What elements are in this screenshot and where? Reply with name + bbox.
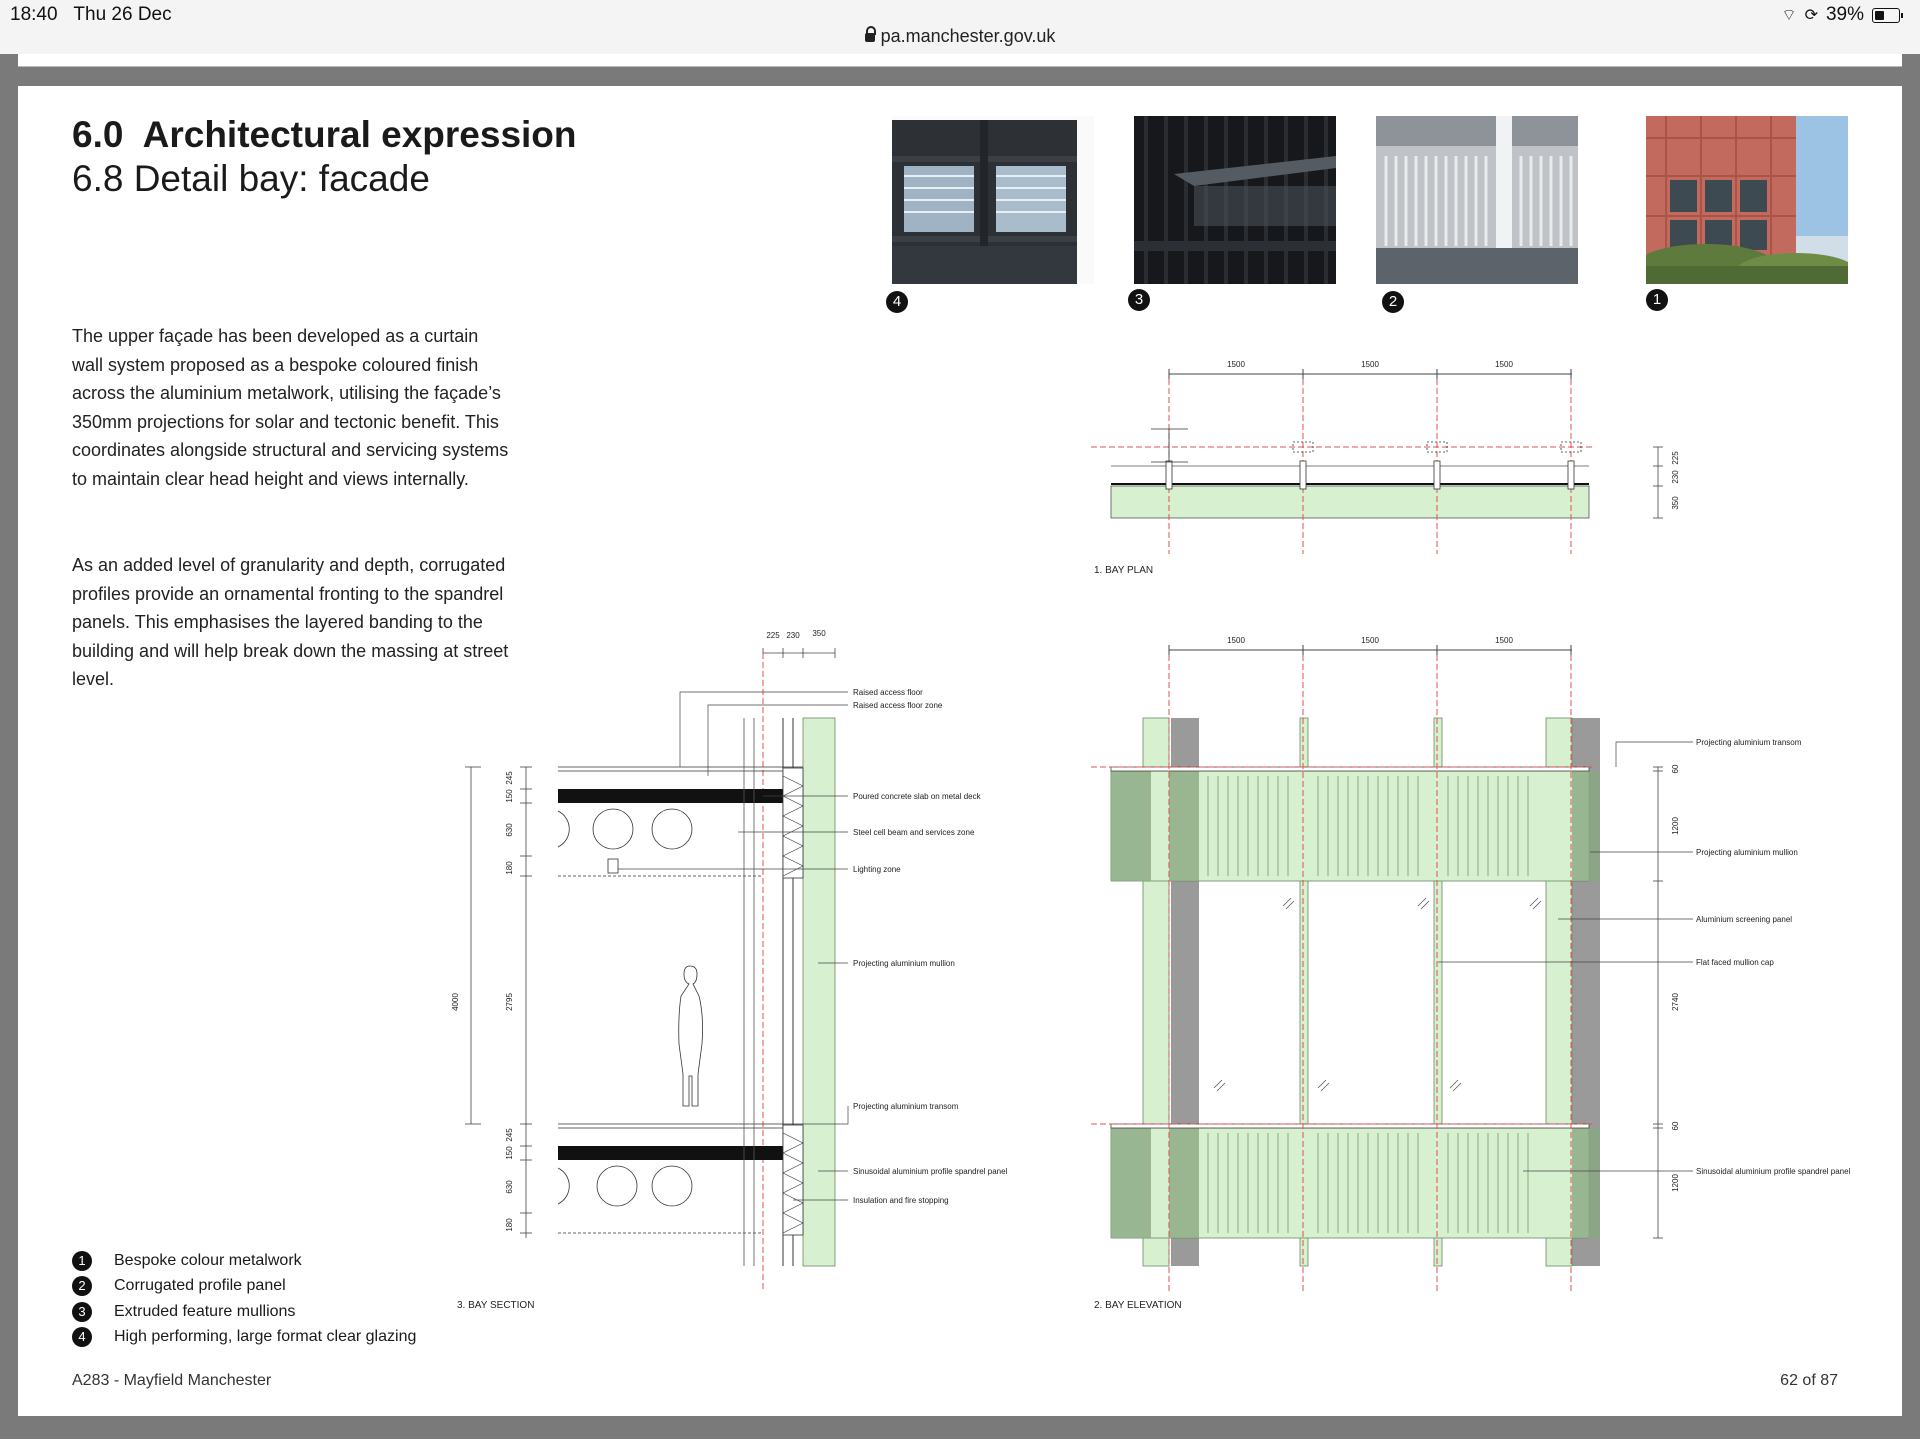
photo-metalwork <box>1636 116 1856 289</box>
bay-elevation-drawing: 1500 1500 1500 <box>1091 636 1851 1311</box>
legend-label: High performing, large format clear glaz… <box>114 1328 417 1346</box>
section-label-lighting: Lighting zone <box>853 865 901 874</box>
elev-side-dim-4: 60 <box>1671 1121 1680 1130</box>
legend-marker: 1 <box>72 1250 92 1271</box>
subsection-heading: 6.8 Detail bay: facade <box>72 158 430 199</box>
section-dim-180: 180 <box>505 861 514 875</box>
photo-marker-3: 3 <box>1128 289 1150 311</box>
section-label-raf-zone: Raised access floor zone <box>853 701 943 710</box>
photo-marker-4: 4 <box>886 291 908 313</box>
lock-icon <box>864 26 876 42</box>
legend-marker: 2 <box>72 1276 92 1297</box>
elev-label-mullion-cap: Flat faced mullion cap <box>1696 958 1774 967</box>
section-label-slab: Poured concrete slab on metal deck <box>853 792 982 801</box>
legend-marker: 3 <box>72 1301 92 1322</box>
elev-dim-2: 1500 <box>1361 636 1379 645</box>
bay-plan-title: 1. BAY PLAN <box>1094 565 1153 576</box>
section-dim-630: 630 <box>505 823 514 837</box>
elev-side-dim-3: 2740 <box>1671 993 1680 1011</box>
elev-label-transom: Projecting aluminium transom <box>1696 738 1802 747</box>
paragraph-2: As an added level of granularity and dep… <box>72 555 509 690</box>
photo-marker-2: 2 <box>1382 291 1404 313</box>
legend-item: 3 Extruded feature mullions <box>72 1299 416 1325</box>
battery-icon <box>1872 7 1903 23</box>
rotation-lock-icon: ⟳ <box>1804 7 1818 24</box>
previous-page-edge <box>18 54 1902 67</box>
document-footer-title: A283 - Mayfield Manchester <box>72 1372 272 1389</box>
status-bar: 18:40 Thu 26 Dec ⌔ ⟳ 39% pa.manchester.g… <box>0 0 1920 54</box>
section-floor-dim: 2795 <box>505 993 514 1011</box>
legend-label: Extruded feature mullions <box>114 1302 296 1320</box>
plan-side-dim-1: 225 <box>1671 451 1680 465</box>
elev-label-spandrel: Sinusoidal aluminium profile spandrel pa… <box>1696 1167 1851 1176</box>
section-top-dim-2: 230 <box>786 631 800 640</box>
section-dim-180-b: 180 <box>505 1218 514 1232</box>
legend-label: Bespoke colour metalwork <box>114 1251 302 1269</box>
technical-drawings: 1500 1500 1500 225 230 350 <box>451 360 1851 1311</box>
plan-dim-2: 1500 <box>1361 360 1379 369</box>
legend: 1 Bespoke colour metalwork 2 Corrugated pr… <box>72 1248 416 1350</box>
clock: 18:40 <box>10 4 58 25</box>
wifi-icon: ⌔ <box>1781 7 1797 24</box>
section-dim-150-b: 150 <box>505 1146 514 1160</box>
elev-side-dim-1: 60 <box>1671 764 1680 773</box>
section-number: 6.0 <box>72 114 124 155</box>
section-label-beam: Steel cell beam and services zone <box>853 828 975 837</box>
elev-side-dim-5: 1200 <box>1671 1174 1680 1192</box>
section-title: Architectural expression <box>142 114 577 155</box>
plan-side-dim-2: 230 <box>1671 470 1680 484</box>
battery-percent: 39% <box>1825 4 1864 25</box>
status-icons: ⌔ ⟳ 39% <box>1781 4 1903 26</box>
section-top-dim-1: 225 <box>766 631 780 640</box>
address-bar[interactable]: pa.manchester.gov.uk <box>0 26 1920 47</box>
legend-item: 4 High performing, large format clear gla… <box>72 1325 416 1351</box>
section-heading: 6.0 Architectural expression <box>72 114 577 156</box>
legend-item: 2 Corrugated profile panel <box>72 1274 416 1300</box>
elev-side-dim-2: 1200 <box>1671 817 1680 835</box>
plan-dim-1: 1500 <box>1227 360 1245 369</box>
legend-label: Corrugated profile panel <box>114 1277 286 1295</box>
elev-dim-3: 1500 <box>1495 636 1513 645</box>
section-label-spandrel: Sinusoidal aluminium profile spandrel pa… <box>853 1167 1008 1176</box>
legend-item: 1 Bespoke colour metalwork <box>72 1248 416 1274</box>
section-label-raf: Raised access floor <box>853 688 923 697</box>
section-top-dim-3: 350 <box>812 629 826 638</box>
bay-plan-drawing: 1500 1500 1500 225 230 350 <box>1091 360 1680 576</box>
elev-label-screening: Aluminium screening panel <box>1696 915 1792 924</box>
plan-side-dim-3: 350 <box>1671 496 1680 510</box>
photo-mullions <box>1134 116 1336 284</box>
section-label-mullion: Projecting aluminium mullion <box>853 959 955 968</box>
section-dim-150: 150 <box>505 789 514 803</box>
status-time: 18:40 Thu 26 Dec <box>10 4 172 26</box>
section-dim-630-b: 630 <box>505 1180 514 1194</box>
section-dim-245: 245 <box>505 771 514 785</box>
elev-dim-1: 1500 <box>1227 636 1245 645</box>
bay-elevation-title: 2. BAY ELEVATION <box>1094 1300 1182 1311</box>
paragraph-1: The upper façade has been developed as a… <box>72 326 509 489</box>
bay-section-drawing: 225 230 350 <box>451 629 1008 1311</box>
section-overall-dim: 4000 <box>451 993 460 1011</box>
bay-section-title: 3. BAY SECTION <box>457 1300 534 1311</box>
url-text: pa.manchester.gov.uk <box>880 26 1056 46</box>
date: Thu 26 Dec <box>73 4 172 25</box>
plan-dim-3: 1500 <box>1495 360 1513 369</box>
section-label-insulation: Insulation and fire stopping <box>853 1196 949 1205</box>
section-dim-245-b: 245 <box>505 1128 514 1142</box>
elev-label-mullion: Projecting aluminium mullion <box>1696 848 1798 857</box>
photo-corrugated <box>1376 116 1578 284</box>
legend-marker: 4 <box>72 1327 92 1348</box>
photo-marker-1: 1 <box>1646 289 1668 311</box>
section-label-transom: Projecting aluminium transom <box>853 1102 959 1111</box>
photo-glazing <box>892 116 1094 284</box>
page-counter: 62 of 87 <box>1780 1372 1838 1389</box>
document-page: 6.0 Architectural expression 6.8 Detail … <box>18 86 1902 1416</box>
